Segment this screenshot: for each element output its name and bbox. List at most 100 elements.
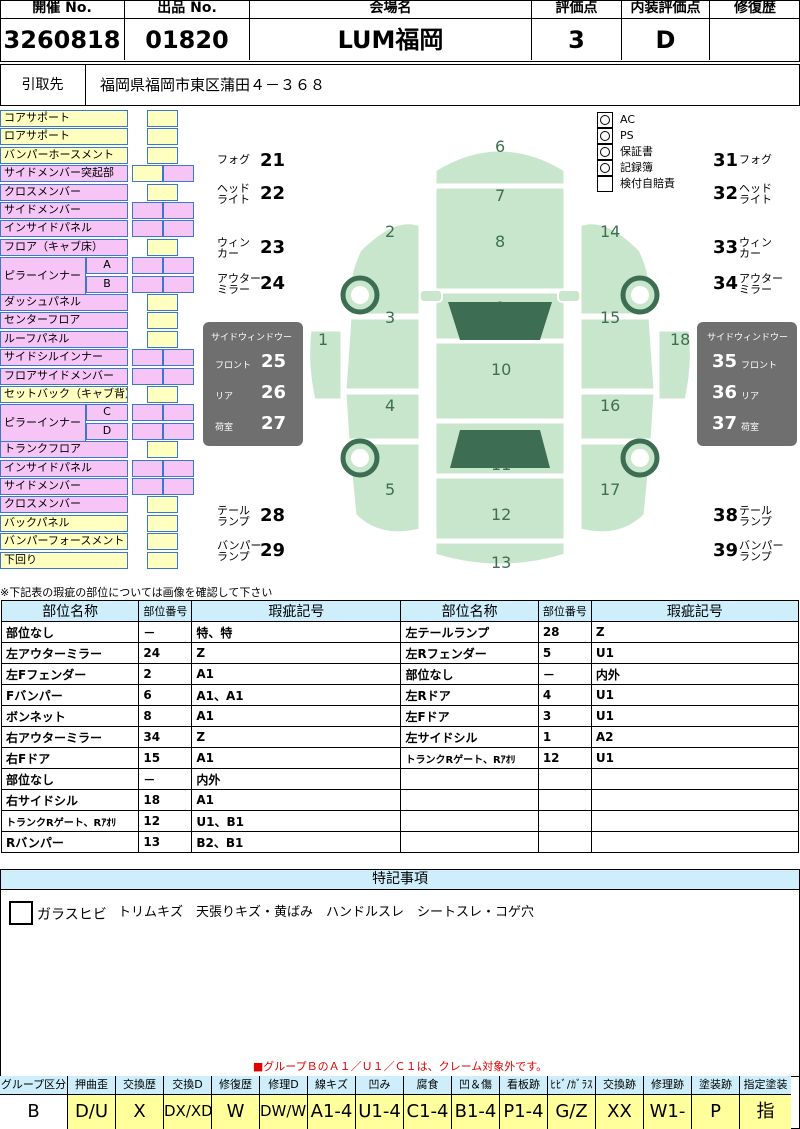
table-cell: U1 <box>590 642 800 664</box>
part-check-box[interactable] <box>147 331 178 348</box>
right-item-label: アウター ミラー <box>739 272 783 296</box>
table-cell <box>400 789 539 811</box>
table-cell: 左テールランプ <box>400 621 539 643</box>
right-item-label: テール ランプ <box>739 504 772 528</box>
part-check-box[interactable] <box>147 312 178 329</box>
check-circle-icon <box>600 147 610 157</box>
check-label: PS <box>620 129 634 142</box>
part-check-box[interactable] <box>163 404 194 421</box>
side-window-right-front-num: 35 <box>712 351 738 372</box>
part-check-box[interactable] <box>147 386 178 403</box>
part-check-box[interactable] <box>132 220 163 237</box>
part-check-box[interactable] <box>132 404 163 421</box>
side-window-right-front-label: フロント <box>741 361 778 371</box>
part-check-box[interactable] <box>163 202 194 219</box>
part-label: バンパーホースメント <box>0 147 128 164</box>
part-check-box[interactable] <box>147 239 178 256</box>
part-check-box[interactable] <box>147 496 178 513</box>
grade-value: B1-4 <box>452 1094 500 1129</box>
part-check-box[interactable] <box>163 423 194 440</box>
part-check-box[interactable] <box>147 110 178 127</box>
part-label: フロアサイドメンバー <box>0 368 128 385</box>
check-box[interactable] <box>597 128 613 144</box>
part-check-box[interactable] <box>132 202 163 219</box>
table-cell: A1 <box>191 705 402 727</box>
part-check-box[interactable] <box>163 165 194 182</box>
side-window-left-cargo-label: 荷室 <box>215 423 234 433</box>
glass-crack-label: ガラスヒビ <box>37 907 107 923</box>
table-cell: U1、B1 <box>191 810 402 832</box>
part-check-box[interactable] <box>132 165 163 182</box>
car-part-number: 9 <box>495 298 506 317</box>
part-check-box[interactable] <box>147 533 178 550</box>
table-cell: A1 <box>191 789 402 811</box>
part-check-box[interactable] <box>132 478 163 495</box>
table-cell: 28 <box>537 621 592 643</box>
table-cell: Fバンパー <box>0 684 140 706</box>
part-check-box[interactable] <box>163 460 194 477</box>
table-cell: Rバンパー <box>0 831 140 853</box>
right-item-number: 31 <box>713 150 739 171</box>
part-check-box[interactable] <box>147 128 178 145</box>
grade-value: P1-4 <box>500 1094 548 1129</box>
part-check-box[interactable] <box>163 220 194 237</box>
repair-history <box>710 18 800 60</box>
part-check-box[interactable] <box>163 257 194 274</box>
part-check-box[interactable] <box>132 460 163 477</box>
part-label: ロアサポート <box>0 128 128 145</box>
table-cell: 15 <box>138 747 193 769</box>
check-box[interactable] <box>597 176 613 192</box>
grade-value: G/Z <box>548 1094 596 1129</box>
check-box[interactable] <box>597 112 613 128</box>
check-box[interactable] <box>597 144 613 160</box>
part-check-box[interactable] <box>132 276 163 293</box>
grade-label: 腐食 <box>404 1076 452 1094</box>
grade-label: 指定塗装 <box>740 1076 791 1094</box>
part-check-box[interactable] <box>147 184 178 201</box>
side-window-right-panel: サイドウィンドウー 35 フロント 36 リア 37 荷室 <box>697 322 797 446</box>
header-label-shufuku: 修復歴 <box>734 0 776 16</box>
part-check-box[interactable] <box>132 349 163 366</box>
check-box[interactable] <box>597 160 613 176</box>
part-check-box[interactable] <box>147 552 178 569</box>
table-cell <box>537 789 592 811</box>
left-item-label: テール ランプ <box>217 504 250 528</box>
table-cell: － <box>138 768 193 790</box>
grade-value: XX <box>596 1094 644 1129</box>
pickup-label: 引取先 <box>0 64 86 106</box>
car-left-front-door <box>343 316 422 392</box>
part-label: クロスメンバー <box>0 496 128 513</box>
part-check-box[interactable] <box>163 478 194 495</box>
right-item-number: 33 <box>713 237 739 258</box>
table-cell <box>590 789 800 811</box>
side-window-left-title: サイドウィンドウー <box>211 333 293 343</box>
table-cell: A1 <box>191 747 402 769</box>
part-check-box[interactable] <box>147 147 178 164</box>
part-check-box[interactable] <box>163 349 194 366</box>
grade-label: 修理跡 <box>644 1076 692 1094</box>
part-label: ピラーインナー <box>0 257 86 295</box>
right-item-number: 39 <box>713 540 739 561</box>
part-check-box[interactable] <box>163 368 194 385</box>
remarks-title: 特記事項 <box>0 869 800 890</box>
header-label-kaijo: 会場名 <box>250 0 532 18</box>
left-item-number: 23 <box>260 237 286 258</box>
part-check-box[interactable] <box>147 294 178 311</box>
part-check-box[interactable] <box>132 423 163 440</box>
header-label-shuppin: 出品 No. <box>125 0 250 18</box>
car-left-mirror <box>419 289 443 303</box>
table-cell: Z <box>590 621 800 643</box>
glass-crack-checkbox[interactable] <box>9 901 33 925</box>
part-check-box[interactable] <box>147 515 178 532</box>
header-label-hyoka: 評価点 <box>532 0 622 18</box>
part-check-box[interactable] <box>163 276 194 293</box>
part-check-box[interactable] <box>147 441 178 458</box>
header-label-kaisai: 開催 No. <box>0 0 125 18</box>
table-cell <box>537 831 592 853</box>
part-check-box[interactable] <box>132 368 163 385</box>
part-label: センターフロア <box>0 312 128 329</box>
right-item-label: ヘッド ライト <box>739 182 772 206</box>
table-cell: 12 <box>537 747 592 769</box>
part-check-box[interactable] <box>132 257 163 274</box>
